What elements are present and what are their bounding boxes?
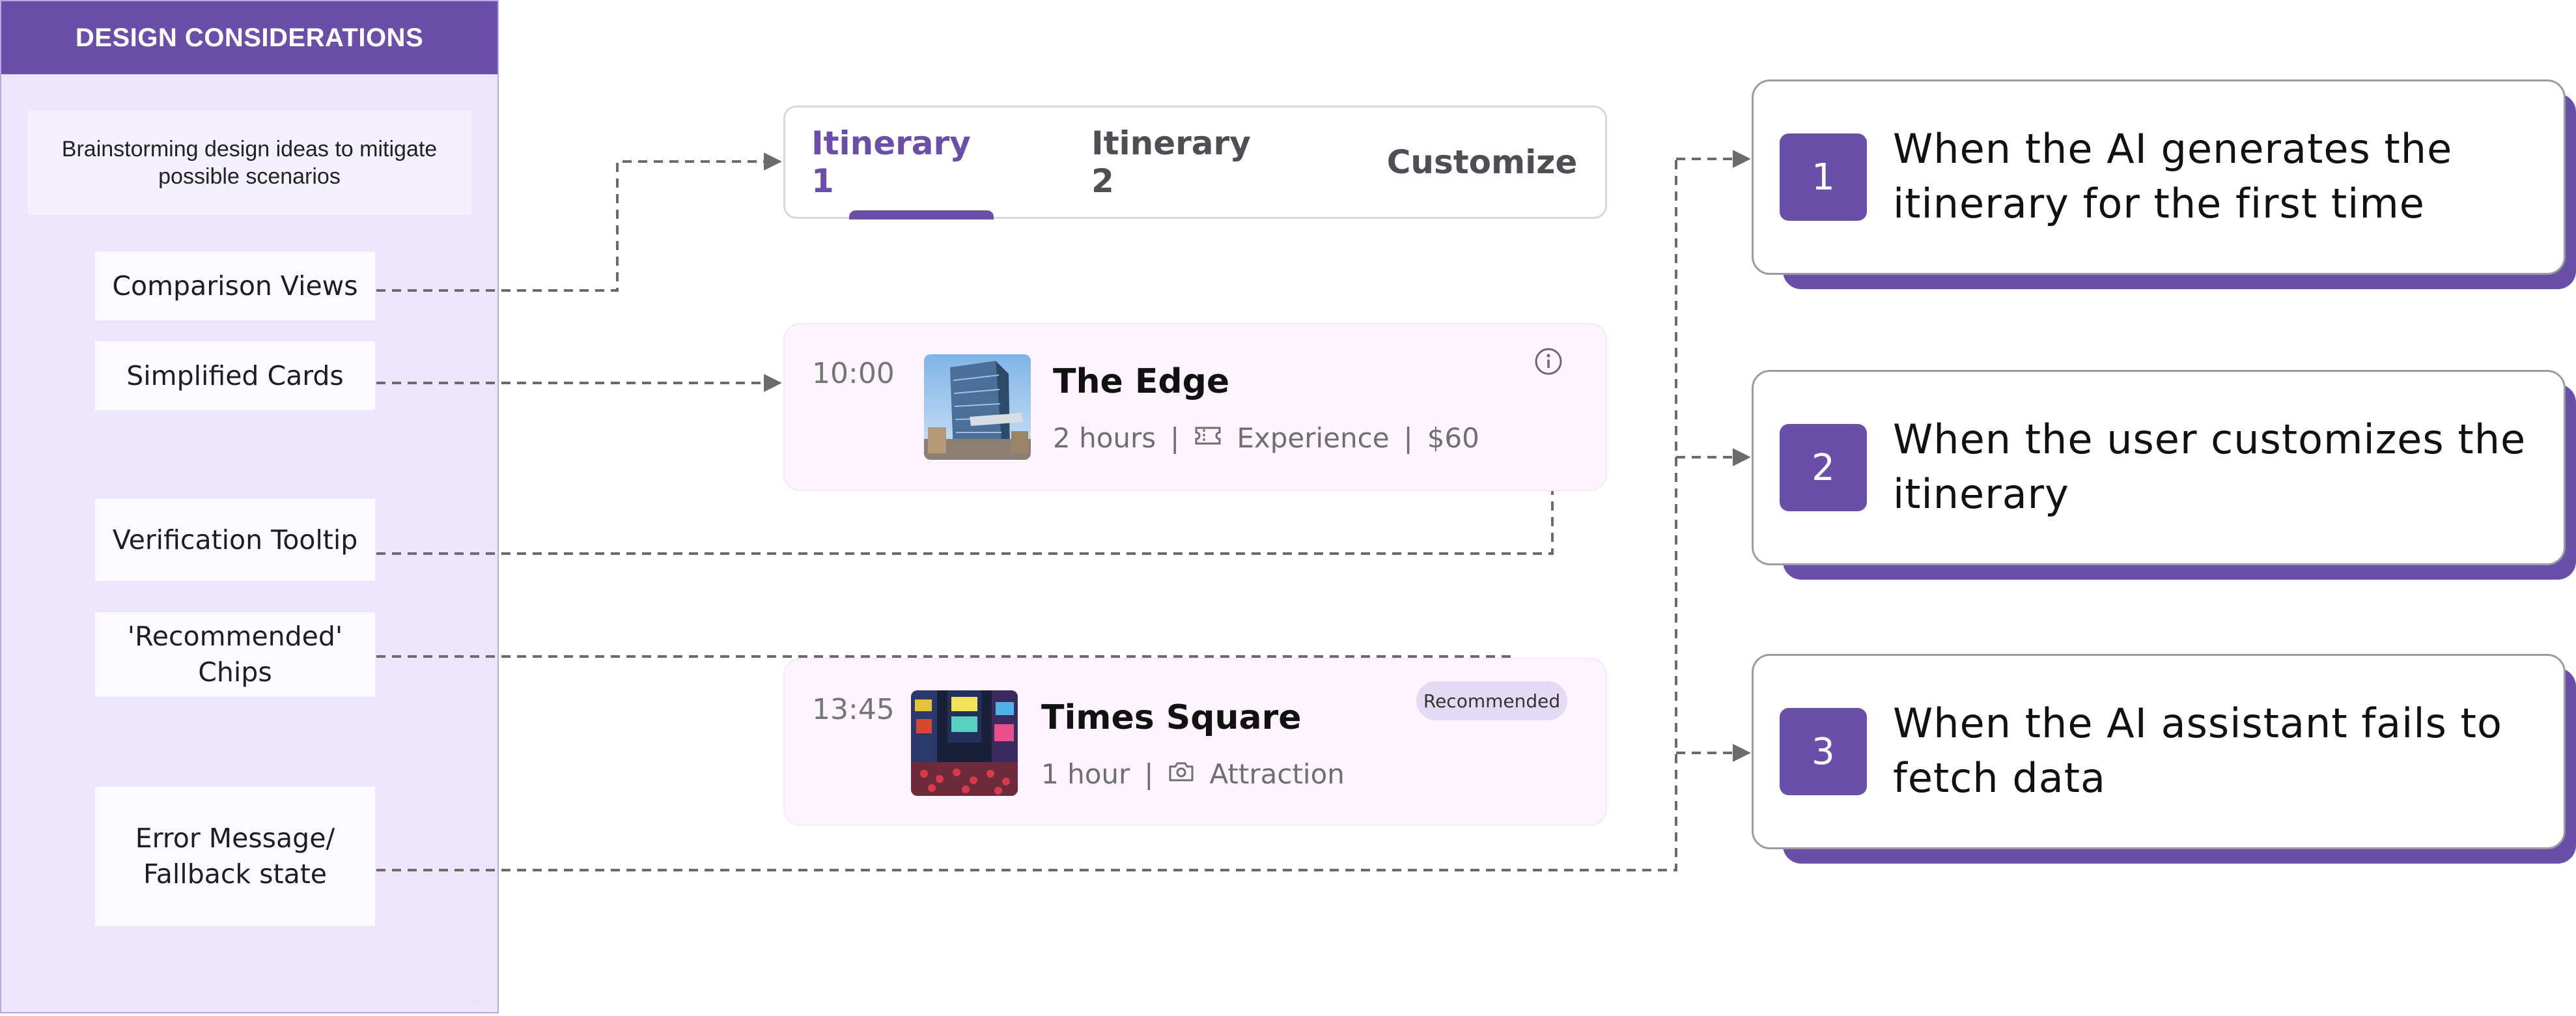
tab-itinerary-2[interactable]: Itinerary 2	[1091, 124, 1251, 200]
scenario-card-2: 2 When the user customizes the itinerary	[1752, 370, 2576, 580]
activity-card-the-edge[interactable]: 10:00 The Edge	[783, 323, 1607, 491]
consideration-error-fallback[interactable]: Error Message/ Fallback state	[95, 787, 375, 926]
activity-meta: 1 hour | Attraction	[1041, 758, 1345, 790]
scenario-number: 1	[1780, 134, 1867, 221]
panel-mark: ·	[473, 999, 475, 1006]
connector-error-to-scenarios	[376, 159, 1677, 871]
activity-meta: 2 hours | Experience | $60	[1053, 422, 1479, 454]
active-tab-underline	[849, 210, 994, 219]
the-edge-thumbnail	[924, 354, 1031, 460]
scenario-card-1: 1 When the AI generates the itinerary fo…	[1752, 79, 2576, 289]
activity-duration: 1 hour	[1041, 758, 1130, 790]
scenario-text: When the AI assistant fails to fetch dat…	[1893, 699, 2502, 802]
consideration-recommended-chips[interactable]: 'Recommended' Chips	[95, 612, 375, 697]
itinerary-tabs: Itinerary 1 Itinerary 2 Customize	[783, 106, 1607, 219]
tab-itinerary-1[interactable]: Itinerary 1	[811, 124, 971, 200]
consideration-verification-tooltip[interactable]: Verification Tooltip	[95, 499, 375, 581]
scenario-body: 3 When the AI assistant fails to fetch d…	[1752, 654, 2566, 849]
connector-comparison-to-tabs	[376, 152, 782, 292]
activity-category: Experience	[1237, 422, 1390, 454]
scenario-text: When the AI generates the itinerary for …	[1893, 125, 2453, 227]
ticket-icon	[1194, 422, 1222, 454]
info-icon[interactable]	[1533, 346, 1563, 379]
scenario-number: 3	[1780, 708, 1867, 795]
consideration-comparison-views[interactable]: Comparison Views	[95, 251, 375, 320]
activity-title: Times Square	[1041, 698, 1302, 737]
scenario-card-3: 3 When the AI assistant fails to fetch d…	[1752, 654, 2576, 864]
consideration-simplified-cards[interactable]: Simplified Cards	[95, 341, 375, 410]
tab-customize[interactable]: Customize	[1386, 143, 1578, 181]
scenario-number: 2	[1780, 424, 1867, 511]
scenario-body: 1 When the AI generates the itinerary fo…	[1752, 79, 2566, 275]
panel-header: DESIGN CONSIDERATIONS	[1, 1, 497, 74]
activity-duration: 2 hours	[1053, 422, 1156, 454]
activity-title: The Edge	[1053, 362, 1230, 401]
recommended-chip[interactable]: Recommended	[1416, 681, 1567, 720]
activity-time: 10:00	[812, 357, 895, 390]
meta-separator: |	[1144, 758, 1154, 790]
activity-category: Attraction	[1209, 758, 1345, 790]
times-square-thumbnail	[911, 690, 1018, 796]
camera-icon	[1168, 758, 1195, 790]
scenario-body: 2 When the user customizes the itinerary	[1752, 370, 2566, 565]
activity-card-times-square[interactable]: 13:45 Times Square 1 hour | Attr	[783, 658, 1607, 826]
meta-separator: |	[1170, 422, 1180, 454]
activity-price: $60	[1427, 422, 1479, 454]
panel-note: Brainstorming design ideas to mitigate p…	[27, 111, 471, 215]
meta-separator: |	[1403, 422, 1413, 454]
activity-time: 13:45	[812, 693, 895, 726]
scenario-text: When the user customizes the itinerary	[1893, 416, 2527, 518]
